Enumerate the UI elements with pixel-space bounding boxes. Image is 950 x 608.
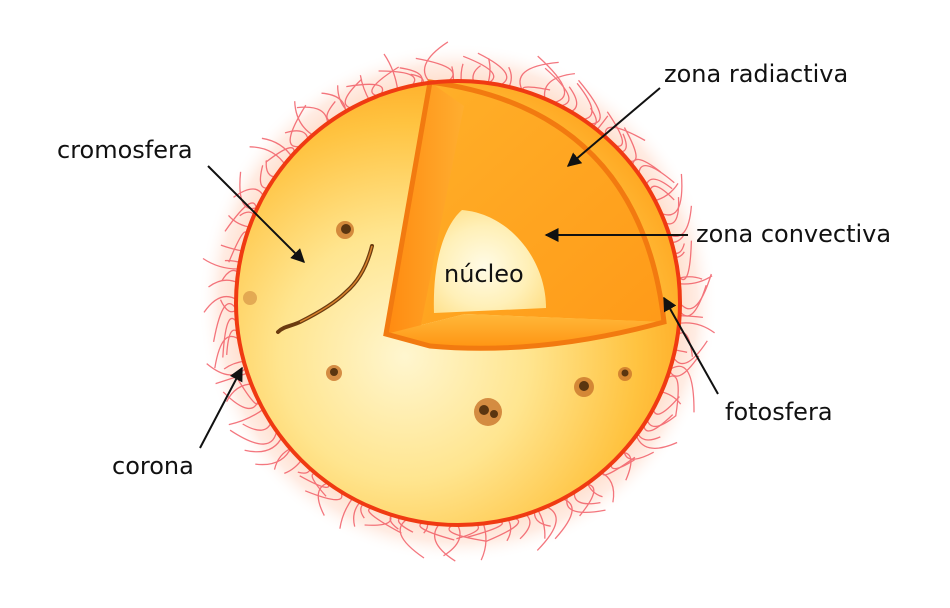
sunspot — [326, 365, 342, 381]
label-cromosfera: cromosfera — [57, 136, 193, 164]
arrow-corona — [199, 366, 243, 449]
photosphere-rim — [234, 79, 682, 527]
label-zona-radiactiva: zona radiactiva — [664, 60, 849, 88]
sunspot — [618, 367, 632, 381]
label-zona-convectiva: zona convectiva — [696, 220, 892, 248]
label-fotosfera: fotosfera — [725, 398, 833, 426]
cutaway-rim — [383, 79, 667, 351]
sunspots — [243, 221, 632, 426]
core — [433, 210, 546, 313]
sunspot — [336, 221, 354, 239]
sunspot — [243, 291, 257, 305]
label-corona: corona — [112, 452, 194, 480]
arrow-cromosfera — [207, 165, 305, 263]
arrow-zona-radiactiva — [566, 87, 661, 167]
sunspot — [574, 377, 594, 397]
arrow-fotosfera — [663, 296, 719, 395]
filament-glow — [299, 245, 373, 323]
leader-arrows — [199, 87, 719, 449]
cutaway-floor — [386, 314, 664, 349]
cutaway-wall-left — [386, 82, 464, 334]
sunspot — [474, 398, 502, 426]
label-nucleo: núcleo — [444, 260, 524, 288]
